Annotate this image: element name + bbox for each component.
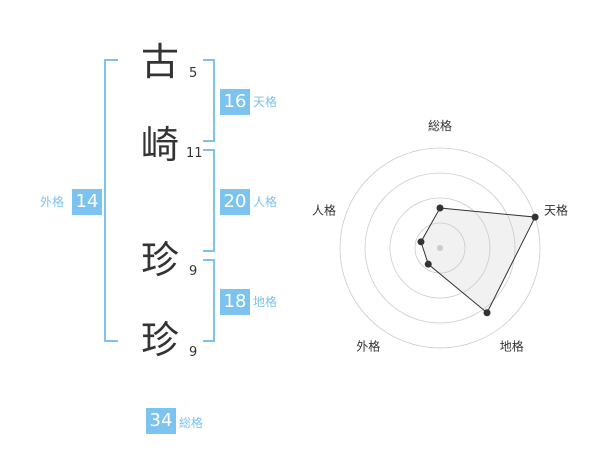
gaikaku-label: 外格 [40,195,65,209]
radar-axis-label-5: 人格 [312,202,336,217]
radar-ring [389,197,491,299]
radar-point-3 [483,309,491,317]
soukaku-value-badge: 34 [146,408,176,434]
tenkaku-label: 天格 [253,95,278,109]
name-char-3: 珍 [141,238,180,282]
name-char-4: 珍 [141,318,180,362]
radar-axis-label-4: 外格 [356,339,380,354]
radar-axis-label-1: 総格 [428,118,452,133]
soukaku-label: 総格 [179,416,204,430]
radar-point-1 [436,204,444,212]
radar-ring [339,147,541,349]
name-char-1: 古 [141,40,180,84]
radar-point-4 [424,260,432,268]
chikaku-label: 地格 [253,295,278,309]
stroke-count-3: 9 [189,264,198,279]
jinkaku-bracket [203,149,215,252]
stroke-count-4: 9 [189,345,198,360]
radar-data-polygon [420,207,536,314]
radar-point-5 [417,238,425,246]
gaikaku-bracket [104,59,118,342]
stroke-count-1: 5 [189,66,198,81]
jinkaku-value-badge: 20 [220,189,250,215]
tenkaku-value-badge: 16 [220,89,250,115]
chikaku-value-badge: 18 [220,289,250,315]
name-char-2: 崎 [141,123,180,167]
radar-ring [414,222,466,274]
stroke-count-2: 11 [186,146,203,161]
chikaku-bracket [203,259,215,342]
radar-point-2 [531,213,539,221]
gaikaku-value-badge: 14 [72,189,102,215]
radar-axis-label-2: 天格 [544,202,568,217]
tenkaku-bracket [203,59,215,142]
jinkaku-label: 人格 [253,195,278,209]
radar-center-dot [437,245,443,251]
radar-ring [364,172,516,324]
radar-axis-label-3: 地格 [500,339,524,354]
